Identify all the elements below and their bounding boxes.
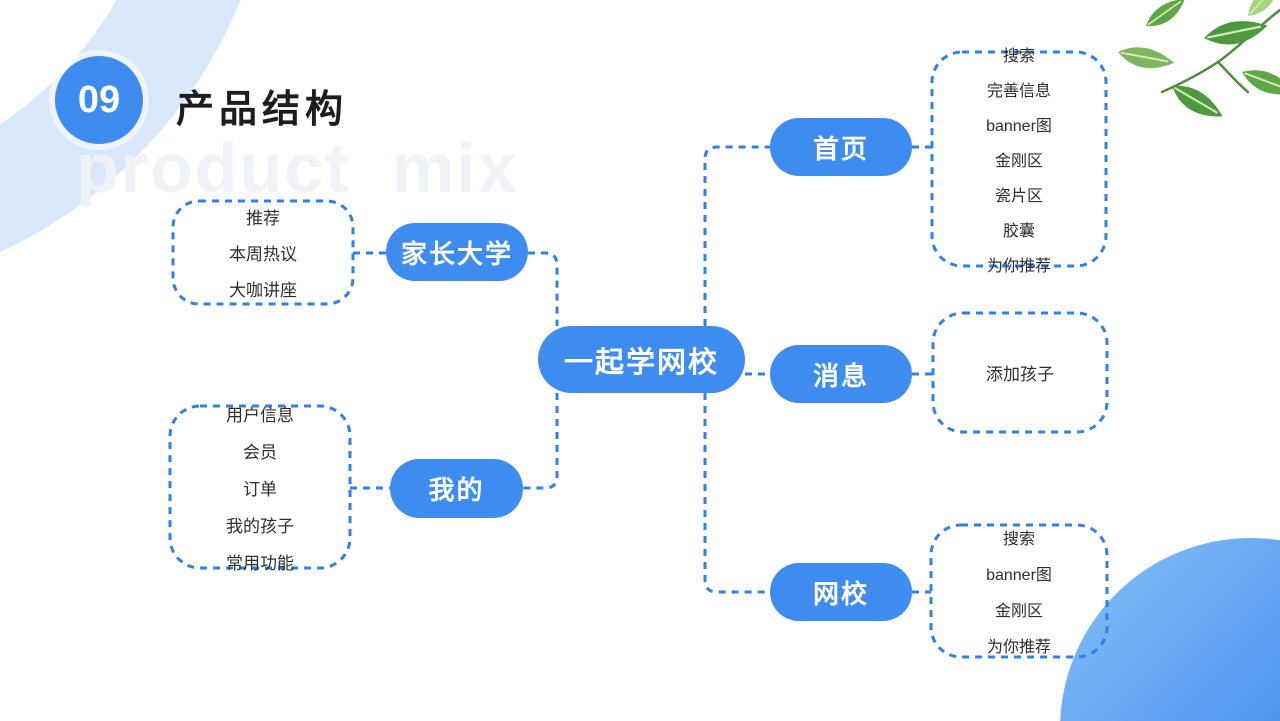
list-item: banner图	[986, 567, 1052, 584]
list-item: 搜索	[1002, 531, 1035, 548]
items-box-messages-border	[931, 311, 1109, 434]
list-item: banner图	[986, 118, 1052, 135]
items-box-home: 搜索 完善信息 banner图 金刚区 瓷片区 胶囊 为你推荐	[932, 48, 1106, 275]
items-box-parents: 推荐 本周热议 大咖讲座	[173, 201, 353, 304]
list-item: 搜索	[1002, 48, 1035, 65]
leaf-branch-decoration	[1118, 0, 1280, 117]
list-item: 常用功能	[226, 553, 294, 573]
list-item: 本周热议	[229, 245, 297, 264]
list-item: 添加孩子	[986, 365, 1054, 384]
branch-pill-school: 网校	[770, 563, 912, 621]
list-item: 金刚区	[994, 603, 1043, 620]
items-box-school: 搜索 banner图 金刚区 为你推荐	[931, 525, 1107, 657]
items-box-mine: 用户信息 会员 订单 我的孩子 常用功能	[170, 406, 350, 573]
branch-pill-messages: 消息	[770, 345, 912, 403]
connector-root-school	[703, 393, 770, 594]
list-item: 订单	[243, 479, 277, 499]
items-box-home-border	[930, 50, 1108, 268]
page-title: 产品结构	[176, 89, 349, 131]
section-number-badge: 09	[55, 56, 143, 144]
list-item: 瓷片区	[994, 188, 1043, 205]
list-item: 我的孩子	[226, 516, 294, 536]
branch-pill-home: 首页	[770, 118, 912, 176]
connector-root-home	[703, 145, 770, 326]
list-item: 金刚区	[994, 153, 1043, 170]
root-node: 一起学网校	[538, 326, 745, 393]
list-item: 胶囊	[1002, 223, 1035, 240]
list-item: 大咖讲座	[229, 281, 297, 300]
connector-root-mine	[523, 393, 559, 490]
list-item: 为你推荐	[986, 258, 1051, 275]
list-item: 会员	[243, 442, 277, 462]
branch-pill-parents-college: 家长大学	[386, 223, 528, 281]
watermark-text: product mix	[76, 129, 519, 207]
connector-parents-root	[528, 251, 559, 326]
list-item: 为你推荐	[986, 639, 1051, 656]
items-box-messages: 添加孩子	[933, 313, 1107, 432]
list-item: 完善信息	[986, 83, 1051, 100]
items-box-mine-border	[168, 404, 352, 570]
list-item: 推荐	[246, 209, 280, 228]
list-item: 用户信息	[226, 405, 294, 425]
branch-pill-mine: 我的	[390, 459, 523, 518]
